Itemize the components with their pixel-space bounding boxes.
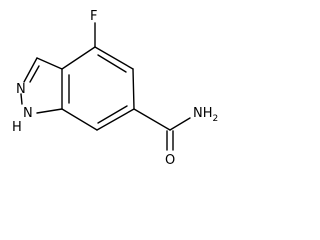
bond-carbonyl-n bbox=[169, 117, 191, 131]
atom-label-pyrazole-n: N bbox=[16, 82, 26, 97]
bond-n2-n1 bbox=[20, 93, 23, 105]
bond-n1-c7a bbox=[36, 108, 63, 114]
atom-label-amide-oxygen: O bbox=[165, 153, 175, 168]
double-bond-c6-c7-inner bbox=[97, 105, 128, 124]
bond-c7-c7a bbox=[61, 108, 98, 131]
benzene-ring bbox=[61, 46, 135, 131]
bond-c3-n2 bbox=[23, 57, 38, 83]
bond-c4-c5 bbox=[94, 46, 134, 70]
atom-label-pyrazole-nh-n: N bbox=[23, 106, 33, 121]
bond-c5-c6 bbox=[132, 68, 135, 110]
amide-nh-text: NH bbox=[193, 106, 213, 121]
bond-c3a-c3 bbox=[36, 57, 63, 70]
atom-label-pyrazole-nh-h: H bbox=[12, 120, 22, 135]
molecule-structure-diagram: F N N H O NH2 bbox=[12, 9, 218, 168]
double-bond-c3-n2-inner bbox=[29, 65, 40, 83]
atom-label-fluorine: F bbox=[90, 9, 97, 24]
double-bond-c4-c5-inner bbox=[97, 54, 127, 73]
bond-c6-carbonyl bbox=[133, 108, 171, 131]
amide-subscript-2: 2 bbox=[213, 114, 219, 124]
carboxamide-group bbox=[133, 108, 191, 151]
pyrazole-ring bbox=[20, 57, 63, 114]
bond-c6-c7 bbox=[96, 108, 135, 131]
atom-label-amide-nh2: NH2 bbox=[193, 106, 218, 124]
bond-c3a-c4 bbox=[61, 46, 96, 70]
